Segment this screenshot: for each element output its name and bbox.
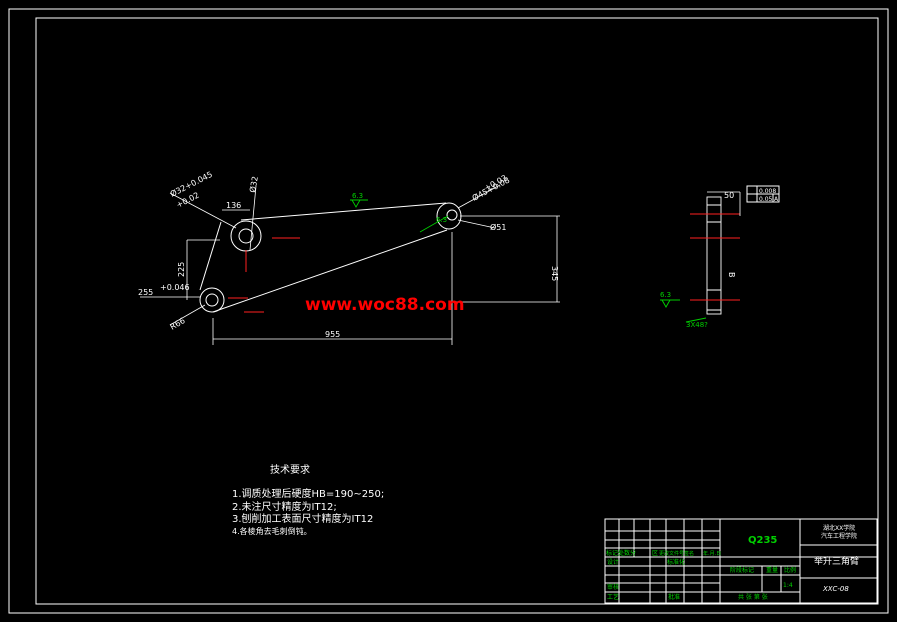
tb-weight: 重量 <box>766 566 778 574</box>
watermark: www.woc88.com <box>305 295 465 315</box>
dim-225: 225 <box>177 262 186 277</box>
side-mark: B <box>727 272 736 278</box>
tb-process: 工艺 <box>607 593 619 601</box>
side-rough: 6.3 <box>660 291 671 299</box>
dim-phi51: Ø51 <box>490 222 506 232</box>
tb-row-label-2: 更改文件号签名 <box>659 550 694 557</box>
tb-scale-val: 1:4 <box>783 582 793 589</box>
tol-2-ref: A <box>774 196 779 203</box>
dim-255: 255 <box>138 288 153 297</box>
note-2: 2.未注尺寸精度为IT12; <box>232 500 337 513</box>
dim-345: 345 <box>550 266 559 281</box>
tb-stage-mark: 阶段标记 <box>730 566 754 574</box>
note-4: 4.各棱角去毛刺倒钝。 <box>232 526 312 536</box>
tb-row-label-1: 区 <box>652 550 658 557</box>
tb-scale: 比例 <box>784 566 796 574</box>
side-width: 50 <box>724 191 734 200</box>
tb-material: Q235 <box>748 535 777 546</box>
tb-check: 审核 <box>607 583 619 591</box>
title-block <box>604 518 878 604</box>
part-front-view <box>140 184 560 345</box>
tb-row-label-0: 标记处数分 <box>606 549 636 557</box>
dim-r66: R66 <box>169 316 187 332</box>
tb-part-name: 举升三角臂 <box>814 555 859 567</box>
notes-title: 技术要求 <box>270 463 310 476</box>
tb-approve: 批准 <box>668 593 680 601</box>
tb-designer: 设计 <box>607 558 619 566</box>
dim-136: 136 <box>226 201 241 210</box>
tb-row-label-3: 年.月.日 <box>703 550 721 557</box>
inner-border <box>35 17 879 605</box>
outer-border <box>8 8 889 614</box>
tb-school: 湖北XX学院 <box>823 524 855 532</box>
tb-standardize: 标准化 <box>667 558 685 566</box>
tb-drawing-no: XXC-08 <box>822 585 849 593</box>
tol-1: 0.008 <box>759 188 776 195</box>
note-1: 1.调质处理后硬度HB=190~250; <box>232 487 384 500</box>
side-holes: 3X48? <box>686 321 708 329</box>
part-side-view <box>660 185 780 323</box>
tb-school2: 汽车工程学院 <box>821 532 857 540</box>
rough-1: 6.3 <box>352 192 363 200</box>
tb-sheets: 共 张 第 张 <box>738 593 768 601</box>
dim-phi32: Ø32 <box>247 175 260 193</box>
dim-955: 955 <box>325 330 340 339</box>
note-3: 3.刨削加工表面尺寸精度为IT12 <box>232 512 373 525</box>
dim-tol: +0.046 <box>160 283 190 292</box>
rough-2: 6.3 <box>436 216 447 224</box>
tol-2: 0.05 <box>759 196 773 203</box>
